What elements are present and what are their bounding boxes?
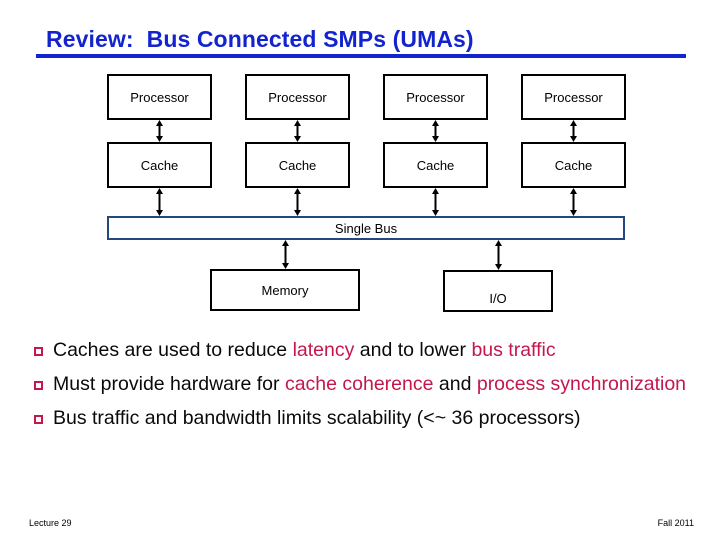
- double-headed-arrow-icon: [280, 240, 291, 269]
- double-headed-arrow-icon: [568, 120, 579, 142]
- bullet-segment-highlight: latency: [292, 339, 355, 361]
- single-bus-label: Single Bus: [334, 220, 398, 236]
- double-headed-arrow-icon: [493, 240, 504, 270]
- list-item: Bus traffic and bandwidth limits scalabi…: [30, 405, 700, 432]
- cache-label: Cache: [140, 157, 179, 173]
- double-headed-arrow-icon: [292, 188, 303, 216]
- bullet-segment: and: [433, 373, 477, 395]
- cache-box-1: Cache: [107, 142, 212, 188]
- processor-label: Processor: [268, 89, 327, 105]
- cache-box-4: Cache: [521, 142, 626, 188]
- processor-label: Processor: [406, 89, 465, 105]
- cache-label: Cache: [278, 157, 317, 173]
- io-box: I/O: [443, 270, 553, 312]
- cache-box-3: Cache: [383, 142, 488, 188]
- title-underline-rule: [36, 54, 686, 58]
- processor-box-4: Processor: [521, 74, 626, 120]
- bullet-text-1: Caches are used to reduce latency and to…: [53, 337, 700, 364]
- bullet-text-2: Must provide hardware for cache coherenc…: [53, 371, 700, 398]
- list-item: Must provide hardware for cache coherenc…: [30, 371, 700, 398]
- processor-box-1: Processor: [107, 74, 212, 120]
- memory-box: Memory: [210, 269, 360, 311]
- bullet-segment: Bus traffic and bandwidth limits scalabi…: [53, 407, 581, 429]
- double-headed-arrow-icon: [154, 120, 165, 142]
- double-headed-arrow-icon: [568, 188, 579, 216]
- double-headed-arrow-icon: [292, 120, 303, 142]
- list-item: Caches are used to reduce latency and to…: [30, 337, 700, 364]
- footer-lecture-label: Lecture 29: [29, 518, 72, 528]
- page-title: Review: Bus Connected SMPs (UMAs): [46, 26, 474, 52]
- processor-label: Processor: [544, 89, 603, 105]
- processor-label: Processor: [130, 89, 189, 105]
- processor-box-3: Processor: [383, 74, 488, 120]
- double-headed-arrow-icon: [430, 188, 441, 216]
- hollow-square-bullet-icon: [30, 337, 53, 364]
- cache-label: Cache: [554, 157, 593, 173]
- single-bus-bar: Single Bus: [107, 216, 625, 240]
- footer-term-label: Fall 2011: [657, 518, 694, 528]
- bullet-list: Caches are used to reduce latency and to…: [30, 337, 700, 439]
- io-label: I/O: [489, 291, 507, 306]
- hollow-square-bullet-icon: [30, 371, 53, 398]
- double-headed-arrow-icon: [430, 120, 441, 142]
- bullet-segment-highlight: bus traffic: [471, 339, 556, 361]
- bullet-segment: Must provide hardware for: [53, 373, 285, 395]
- memory-label: Memory: [261, 282, 309, 298]
- cache-box-2: Cache: [245, 142, 350, 188]
- slide-title-block: Review: Bus Connected SMPs (UMAs): [36, 26, 686, 58]
- bullet-segment: Caches are used to reduce: [53, 339, 293, 361]
- bullet-segment: and to lower: [354, 339, 472, 361]
- cache-label: Cache: [416, 157, 455, 173]
- processor-box-2: Processor: [245, 74, 350, 120]
- double-headed-arrow-icon: [154, 188, 165, 216]
- hollow-square-bullet-icon: [30, 405, 53, 432]
- bullet-segment-highlight: process synchronization: [476, 373, 687, 395]
- bullet-text-3: Bus traffic and bandwidth limits scalabi…: [53, 405, 700, 432]
- smp-architecture-diagram: Processor Processor Processor Processor …: [107, 74, 626, 312]
- bullet-segment-highlight: cache coherence: [284, 373, 434, 395]
